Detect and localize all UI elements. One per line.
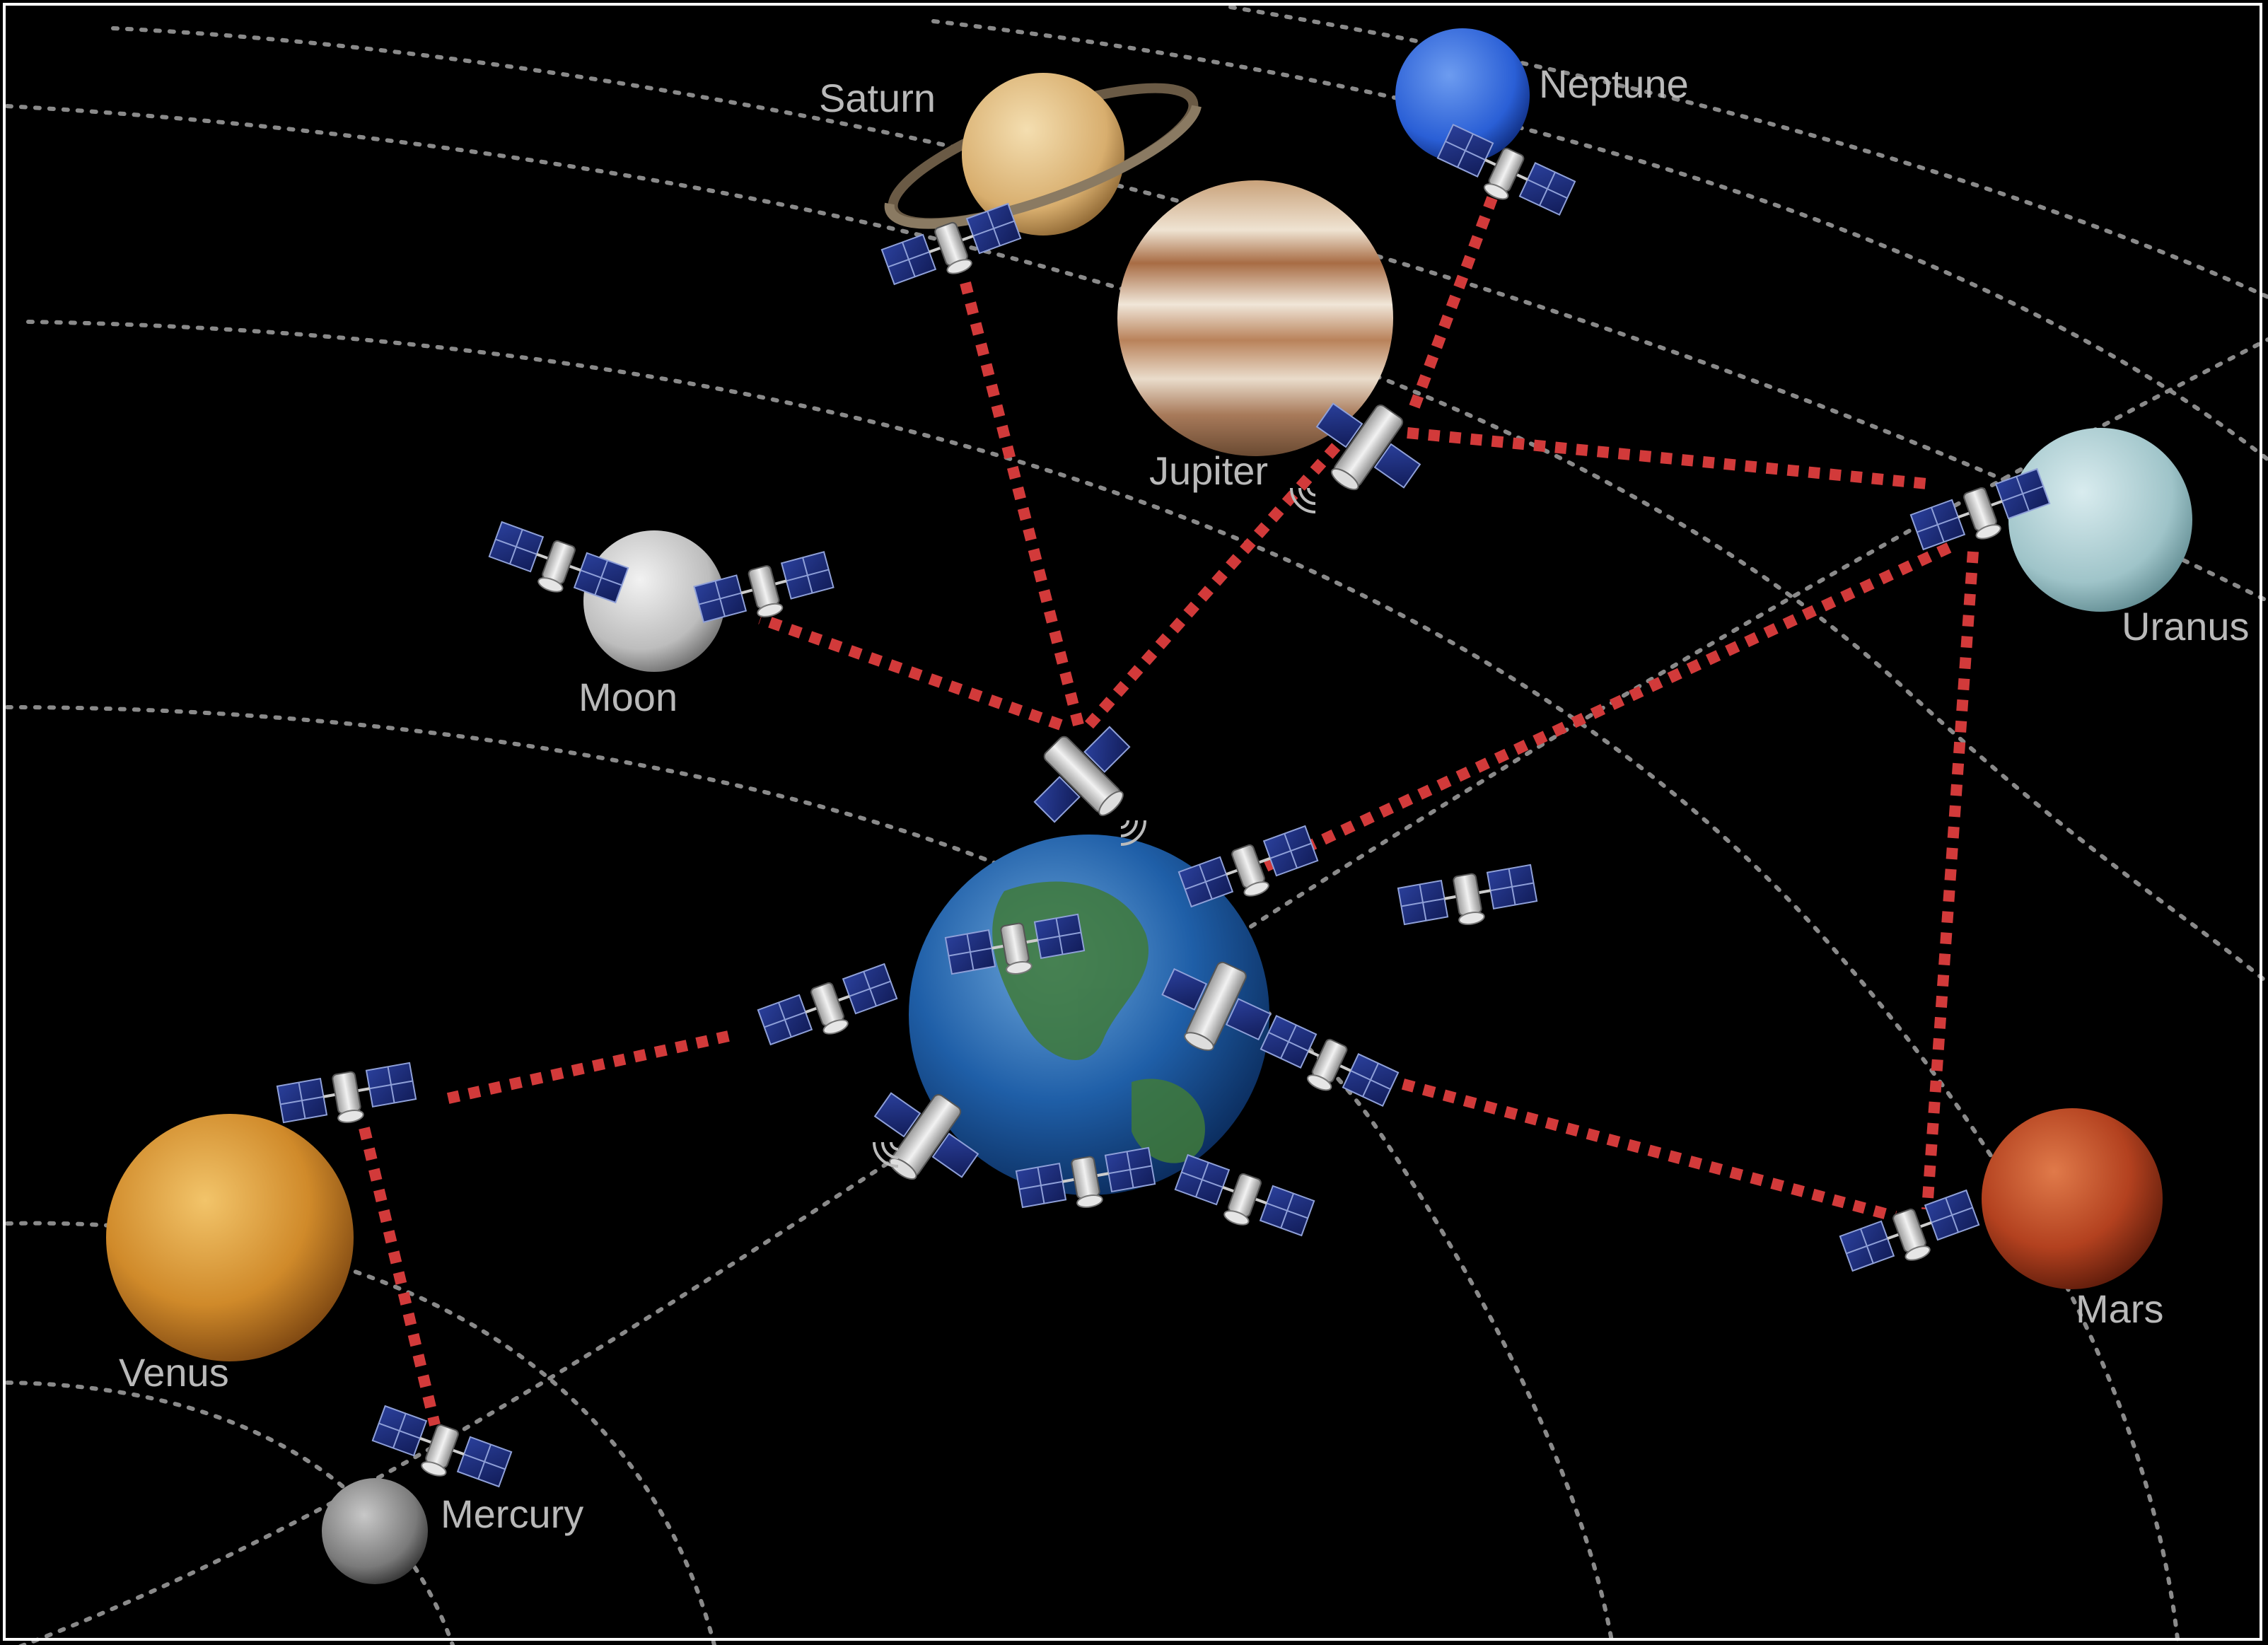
mercury-planet [322,1478,428,1584]
orbit-path [1228,5,2268,299]
neptune-label: Neptune [1539,62,1689,106]
mars-label: Mars [2076,1286,2163,1331]
jupiter-label: Jupiter [1149,448,1268,493]
venus-planet [106,1114,354,1361]
uranus-label: Uranus [2122,604,2250,649]
mercury-label: Mercury [441,1492,583,1536]
mars-planet [1982,1108,2163,1289]
signal-wave-icon [1290,487,1316,513]
signal-wave-icons [873,487,1316,1168]
saturn-planet [884,73,1202,236]
signal-wave-icon [1120,820,1146,846]
link-jupiter-uranus [1407,427,1935,490]
saturn-label: Saturn [819,76,936,120]
link-earth-mars [1380,1073,1897,1222]
link-venus-mercury [359,1127,441,1426]
link-jupiter-neptune [1409,196,1498,409]
neptune-planet [1395,28,1530,163]
communication-links [359,196,1979,1426]
orbit-path [5,1380,455,1645]
venus-label: Venus [119,1350,229,1395]
earth-landmass [992,881,1205,1163]
orbit-path [5,104,2268,985]
link-uranus-mars [1921,551,1979,1210]
moon-label: Moon [578,675,678,719]
orbit-path [5,1221,716,1645]
orbit-path [931,19,2268,462]
orbit-path [26,320,2180,1645]
link-earth-moon [758,613,1063,731]
signal-wave-icon [873,1141,899,1168]
jupiter-planet [1117,180,1393,456]
orbit-path [111,26,2268,603]
uranus-planet [2008,428,2192,612]
link-earth-venus [441,1030,730,1105]
